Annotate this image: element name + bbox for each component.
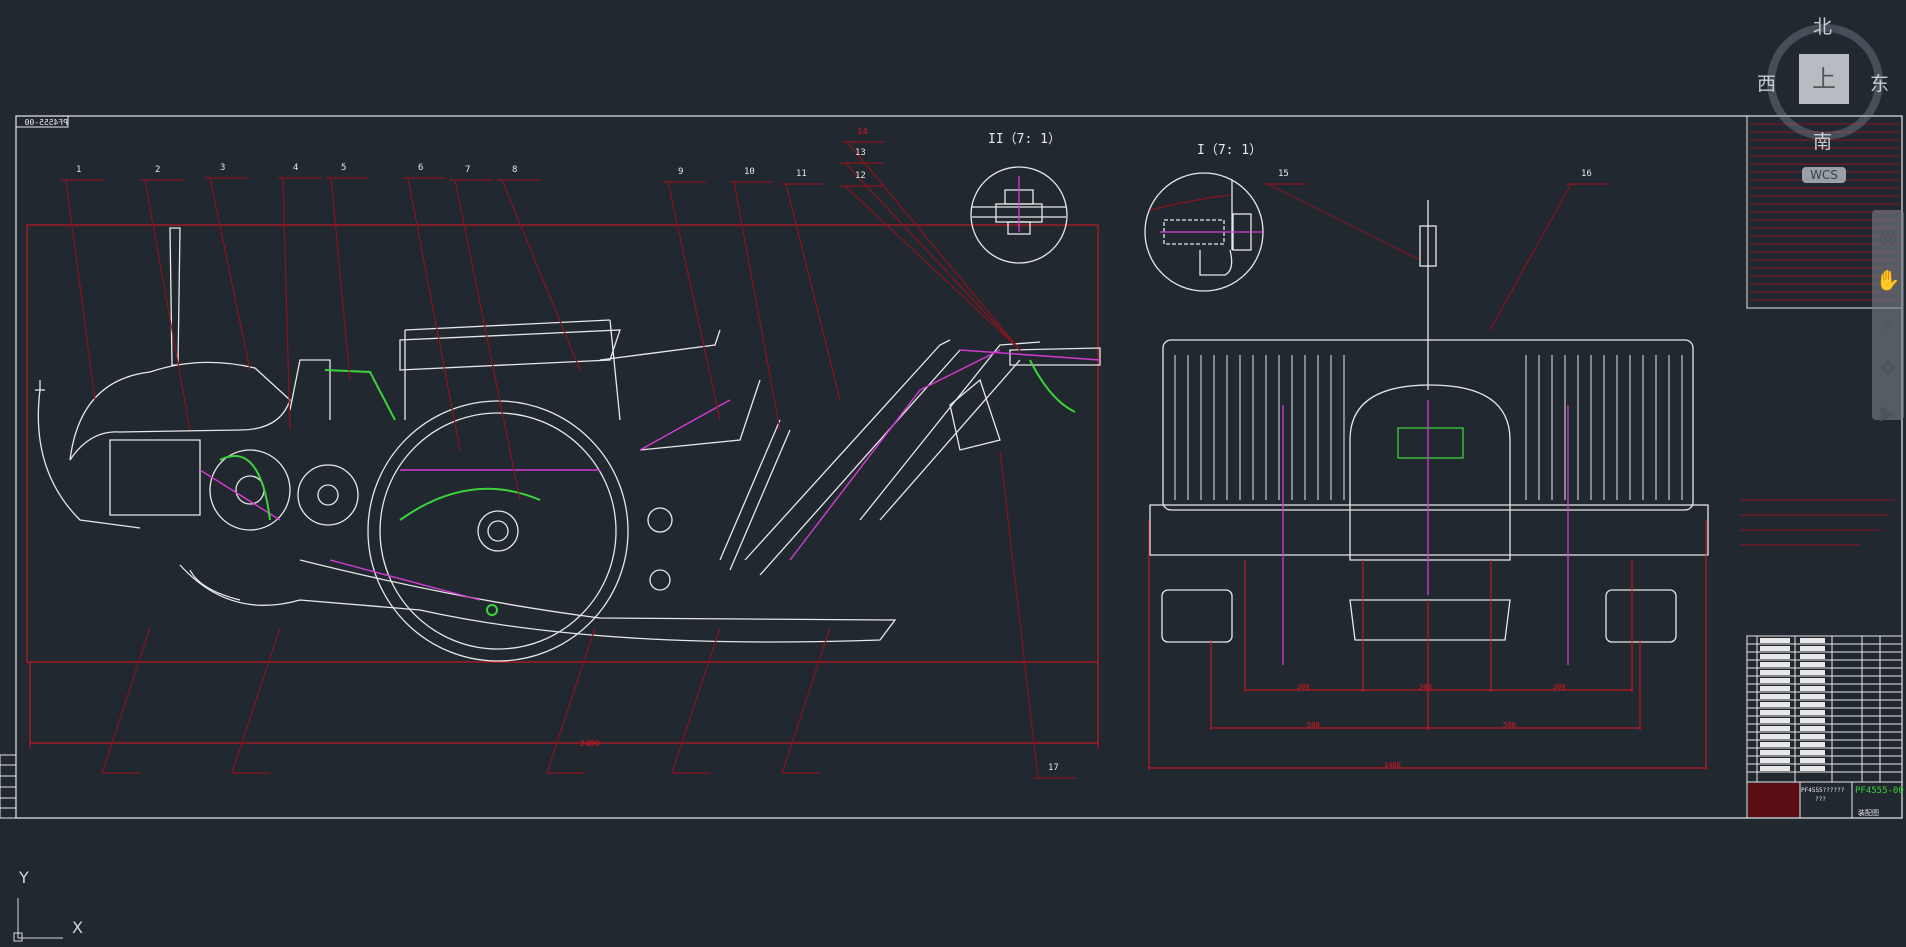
front-dim-300-a: 300 — [1297, 683, 1310, 691]
showmotion-icon[interactable]: ▶ — [1880, 400, 1896, 424]
leader-label-1: 1 — [76, 165, 81, 175]
steering-wheel-icon[interactable]: ◎ — [1879, 224, 1897, 248]
title-part-name: ??? — [1815, 796, 1826, 803]
front-dim-1400: 1400 — [1384, 761, 1401, 769]
orbit-icon[interactable]: ✥ — [1879, 356, 1897, 380]
leader-label-9: 9 — [678, 167, 683, 177]
compass-east[interactable]: 东 — [1870, 73, 1890, 95]
detail-view-ii — [970, 166, 1068, 264]
border-tag: PF4555-00 — [24, 118, 68, 127]
front-dim-300-c: 300 — [1553, 683, 1566, 691]
ucs-x-label: X — [72, 918, 83, 937]
leader-label-4: 4 — [293, 163, 298, 173]
title-block — [1746, 635, 1903, 819]
leader-label-12: 12 — [855, 171, 866, 181]
title-drawing-number: PF4555-00 — [1855, 786, 1904, 796]
ucs-icon: Y X — [8, 868, 98, 944]
detail-view-ii-label: II（7: 1） — [988, 132, 1061, 147]
detail-view-i-label: I（7: 1） — [1197, 143, 1262, 158]
zoom-icon[interactable]: ⌕ — [1882, 312, 1894, 336]
leader-label-5: 5 — [341, 163, 346, 173]
side-view-dimensions — [26, 224, 1099, 748]
leader-label-17: 17 — [1048, 763, 1059, 773]
leader-label-11: 11 — [796, 169, 807, 179]
leader-label-3: 3 — [220, 163, 225, 173]
leader-label-13: 13 — [855, 148, 866, 158]
leader-label-7: 7 — [465, 165, 470, 175]
front-dim-300-b: 300 — [1419, 683, 1432, 691]
side-view-centerlines — [199, 349, 1101, 601]
front-dim-500-a: 500 — [1307, 721, 1320, 729]
ucs-y-label: Y — [19, 868, 29, 887]
wcs-menu-button[interactable]: WCS — [1802, 167, 1846, 183]
front-view-slats — [1174, 355, 1683, 500]
leader-label-15: 15 — [1278, 169, 1289, 179]
front-view-dimensions — [1148, 520, 1707, 770]
front-dim-500-b: 500 — [1503, 721, 1516, 729]
compass-west[interactable]: 西 — [1757, 73, 1777, 95]
leader-label-16: 16 — [1581, 169, 1592, 179]
leader-label-10: 10 — [744, 167, 755, 177]
side-view-drawing — [35, 227, 1101, 662]
leader-label-6: 6 — [418, 163, 423, 173]
left-edge-table — [0, 754, 17, 819]
border-tag-box — [15, 115, 69, 128]
front-view-centerlines — [1282, 400, 1569, 665]
title-part-code: PF4555?????? — [1801, 787, 1845, 794]
drawing-frame — [15, 115, 1903, 819]
pan-icon[interactable]: ✋ — [1875, 268, 1901, 292]
compass-south[interactable]: 南 — [1813, 131, 1833, 153]
title-material: 装配图 — [1858, 808, 1879, 817]
technical-notes — [1740, 499, 1895, 546]
navigation-bar: ◎ ✋ ⌕ ✥ ▶ — [1872, 210, 1904, 424]
side-view-highlights — [219, 359, 1076, 616]
detail-view-i — [1144, 172, 1264, 292]
viewcube-top-face[interactable]: 上 — [1799, 54, 1849, 104]
viewcube-compass-ring[interactable] — [1767, 24, 1883, 140]
compass-north[interactable]: 北 — [1813, 16, 1833, 38]
viewcube[interactable]: 上 — [1763, 20, 1883, 140]
leader-label-8: 8 — [512, 165, 517, 175]
side-view-overall-dimension: 2480 — [580, 739, 599, 748]
leader-lines — [61, 141, 1609, 779]
front-view-drawing — [1149, 200, 1709, 643]
leader-label-14: 14 — [857, 127, 868, 137]
leader-label-2: 2 — [155, 165, 160, 175]
